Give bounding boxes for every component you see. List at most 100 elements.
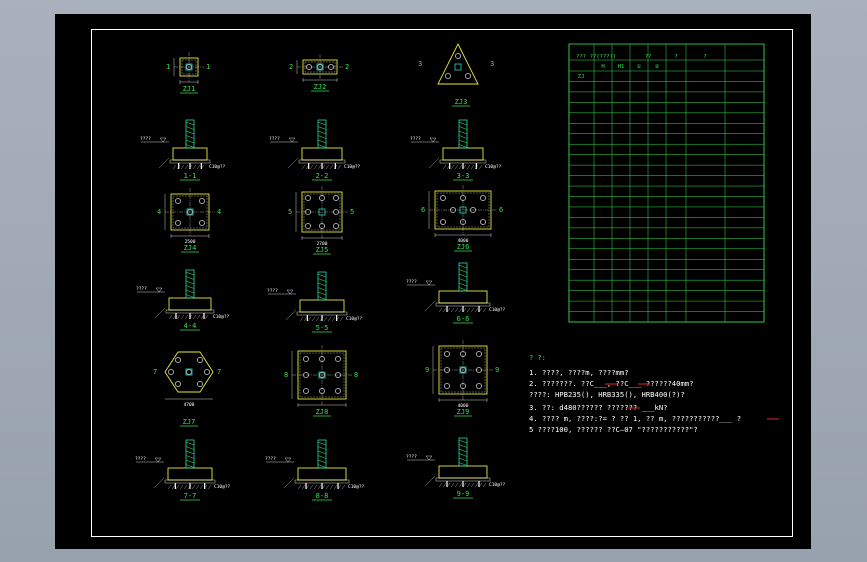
soil-hatch — [301, 484, 306, 490]
elevation-tag: ???? — [410, 136, 421, 142]
rebar-tag: C10@?? — [209, 164, 226, 170]
stirrup-line — [458, 121, 468, 126]
soil-hatch — [458, 482, 463, 488]
stirrup-line — [185, 459, 195, 464]
pile-circle — [333, 209, 339, 215]
pile-circle — [197, 357, 203, 363]
section-label: 1-1 — [184, 172, 197, 180]
soil-hatch — [192, 314, 197, 320]
soil-hatch — [204, 314, 209, 320]
soil-hatch — [176, 164, 181, 170]
soil-hatch — [454, 482, 459, 488]
pile-cap-section-2: ????C10@??2-2 — [269, 119, 361, 181]
pile-circle — [480, 195, 486, 201]
stirrup-line — [185, 464, 195, 468]
soil-hatch — [184, 164, 189, 170]
dimension-value: 2500 — [185, 239, 196, 245]
leader-line — [428, 157, 440, 169]
section-mark: 8 — [354, 371, 358, 379]
soil-hatch — [478, 482, 483, 488]
leader-line — [154, 307, 166, 319]
note-line: ????: HPB235(), HRB335(), HRB400(?)? — [529, 390, 685, 399]
section-mark: 2 — [345, 63, 349, 71]
elevation-symbol — [284, 457, 292, 463]
soil-hatch — [333, 484, 338, 490]
stirrup-line — [185, 285, 195, 289]
section-mark: 4 — [217, 208, 221, 216]
stirrup-line — [185, 294, 195, 298]
soil-hatch — [450, 164, 455, 170]
soil-hatch — [321, 164, 326, 170]
leader-line — [153, 477, 165, 489]
drawing-frame — [91, 29, 793, 537]
section-label: 6-6 — [457, 315, 470, 323]
elevation-symbol — [425, 455, 433, 461]
table-header: ??(????) — [590, 54, 617, 60]
section-mark: 5 — [288, 208, 292, 216]
stirrup-line — [458, 278, 468, 282]
elevation-symbol — [154, 457, 162, 463]
soil-hatch — [450, 307, 455, 313]
stirrup-line — [317, 126, 327, 130]
dimension-value: 2700 — [317, 241, 328, 247]
pile-circle — [175, 381, 181, 387]
leader-line — [283, 477, 295, 489]
soil-hatch — [446, 482, 451, 488]
stirrup-line — [185, 441, 195, 446]
soil-hatch — [200, 314, 205, 320]
pile-circle — [445, 73, 451, 79]
table-header: ? — [674, 54, 677, 60]
elevation-tag: ???? — [406, 454, 417, 460]
soil-hatch — [196, 314, 201, 320]
soil-hatch — [446, 164, 451, 170]
stirrup-line — [458, 269, 468, 273]
table-subheader: H1 — [618, 64, 625, 70]
pile-circle — [303, 372, 309, 378]
elevation-tag: ???? — [269, 136, 280, 142]
soil-hatch — [478, 164, 483, 170]
stirrup-line — [185, 276, 195, 280]
soil-hatch — [339, 316, 344, 322]
rebar-tag: C10@?? — [213, 314, 230, 320]
pile-circle — [175, 357, 181, 363]
stirrup-line — [185, 144, 195, 148]
pile-circle — [465, 73, 471, 79]
soil-hatch — [297, 484, 302, 490]
column-outline — [316, 63, 324, 71]
soil-hatch — [305, 484, 310, 490]
pile-circle — [319, 388, 325, 394]
soil-hatch — [474, 482, 479, 488]
stirrup-line — [185, 271, 195, 276]
column-outline — [185, 368, 193, 376]
cushion-layer — [435, 477, 491, 482]
dimension-value: 4000 — [458, 238, 469, 244]
pile-circle — [319, 223, 325, 229]
section-mark: 2 — [289, 63, 293, 71]
plan-label: ZJ8 — [316, 408, 329, 416]
soil-hatch — [458, 164, 463, 170]
soil-hatch — [474, 164, 479, 170]
stirrup-line — [458, 448, 468, 453]
soil-hatch — [179, 484, 184, 490]
stirrup-line — [458, 462, 468, 466]
pile-circle — [168, 369, 174, 375]
soil-hatch — [184, 314, 189, 320]
soil-hatch — [325, 484, 330, 490]
soil-hatch — [442, 482, 447, 488]
cushion-layer — [164, 479, 216, 484]
stirrup-line — [185, 280, 195, 285]
pile-circle — [460, 219, 466, 225]
leader-line — [158, 157, 170, 169]
cushion-layer — [435, 302, 491, 307]
section-label: 8-8 — [316, 492, 329, 500]
elevation-symbol — [159, 137, 167, 143]
elevation-symbol — [425, 280, 433, 286]
rebar-tag: C10@?? — [348, 484, 365, 490]
leader-line — [287, 157, 299, 169]
stirrup-line — [458, 126, 468, 130]
pile-cap-section-8: ????C10@??8-8 — [265, 439, 365, 501]
